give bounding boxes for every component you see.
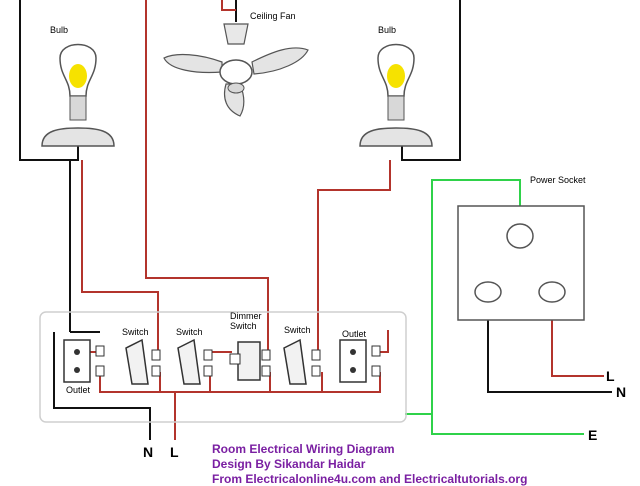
bulb-right-base [387, 95, 405, 121]
switch-1-label: Switch [122, 327, 149, 337]
fan-cap [227, 82, 245, 94]
credit-title: Room Electrical Wiring Diagram [212, 442, 395, 456]
socket-neutral-pin [474, 281, 502, 303]
dimmer-label-line1: Dimmer [230, 311, 262, 321]
outlet-left-label: Outlet [66, 385, 91, 395]
power-socket-label: Power Socket [530, 175, 586, 185]
power-socket-plate [457, 205, 585, 321]
switch-2-label: Switch [176, 327, 203, 337]
outlet-right [339, 339, 381, 383]
phase-wire-left-bulb [81, 160, 159, 355]
dimmer-body [237, 341, 261, 381]
dimmer-label-line2: Switch [230, 321, 257, 331]
fan-canopy [223, 23, 249, 45]
outlet-left-hole-bottom [74, 367, 80, 373]
phase-bus-lower [99, 372, 381, 393]
outlet-left-hole-top [74, 349, 80, 355]
outlet-right-terminal-top [371, 345, 381, 357]
dimmer-knob [229, 353, 241, 365]
outlet-right-label: Outlet [342, 329, 367, 339]
bulb-right-holder [359, 127, 433, 147]
board-phase-terminal-label: L [170, 444, 179, 460]
switch-2-terminal-bottom [203, 365, 213, 377]
neutral-wires [19, 0, 612, 440]
neutral-wire-left-bulb-top [19, 0, 79, 161]
socket-earth-pin [506, 223, 534, 249]
power-socket [457, 205, 585, 321]
switch-1-terminal-bottom [151, 365, 161, 377]
neutral-wire-socket [487, 300, 612, 393]
bulb-left-glow [69, 64, 87, 88]
outlet-right-terminal-bottom [371, 365, 381, 377]
switch-2-rocker [177, 338, 201, 385]
switch-2 [177, 338, 213, 385]
phase-wire-outlet-right [380, 330, 389, 353]
switch-3 [283, 338, 321, 385]
switch-3-terminal-bottom [311, 365, 321, 377]
earth-wires [405, 179, 584, 435]
socket-phase-pin [538, 281, 566, 303]
credit-author: Design By Sikandar Haidar [212, 457, 366, 471]
earth-wire-supply [431, 414, 584, 435]
bulb-left-label: Bulb [50, 25, 69, 35]
outlet-right-hole-top [350, 349, 356, 355]
outlet-left-terminal-bottom [95, 365, 105, 377]
fan-blade-left [163, 53, 223, 74]
outlet-left-body [63, 339, 91, 383]
dimmer-switch [229, 341, 271, 381]
fan-blade-right [251, 47, 309, 75]
switch-3-terminal-top [311, 349, 321, 361]
bulb-left-holder [41, 127, 115, 147]
bulb-right [359, 43, 433, 147]
bulb-left [41, 43, 115, 147]
fan-hub [219, 59, 253, 85]
ceiling-fan [163, 23, 309, 117]
switch-3-label: Switch [284, 325, 311, 335]
phase-wire-fan-top [221, 0, 236, 11]
dimmer-terminal-bottom [261, 365, 271, 377]
outlet-left-terminal-top [95, 345, 105, 357]
bulb-right-glow [387, 64, 405, 88]
dimmer-terminal-top [261, 349, 271, 361]
neutral-wire-right-bulb-top [401, 0, 461, 161]
earth-wire-socket [405, 179, 521, 415]
outlet-left [63, 339, 105, 383]
phase-wire-right-bulb [317, 160, 391, 350]
switch-3-rocker [283, 338, 307, 385]
neutral-wire-supply [53, 332, 151, 440]
phase-wire-fan [145, 0, 269, 355]
outlet-right-body [339, 339, 367, 383]
switch-1-terminal-top [151, 349, 161, 361]
earth-terminal-label: E [588, 427, 598, 443]
bulb-left-base [69, 95, 87, 121]
phase-wire-socket [551, 300, 604, 377]
board-neutral-terminal-label: N [143, 444, 154, 460]
socket-phase-terminal-label: L [606, 368, 615, 384]
switch-board [39, 311, 407, 423]
switch-1 [125, 338, 161, 385]
ceiling-fan-label: Ceiling Fan [250, 11, 296, 21]
switch-1-rocker [125, 338, 149, 385]
socket-neutral-terminal-label: N [616, 384, 627, 400]
bulb-right-label: Bulb [378, 25, 397, 35]
switch-2-terminal-top [203, 349, 213, 361]
outlet-right-hole-bottom [350, 367, 356, 373]
credit-source: From Electricalonline4u.com and Electric… [212, 472, 528, 486]
